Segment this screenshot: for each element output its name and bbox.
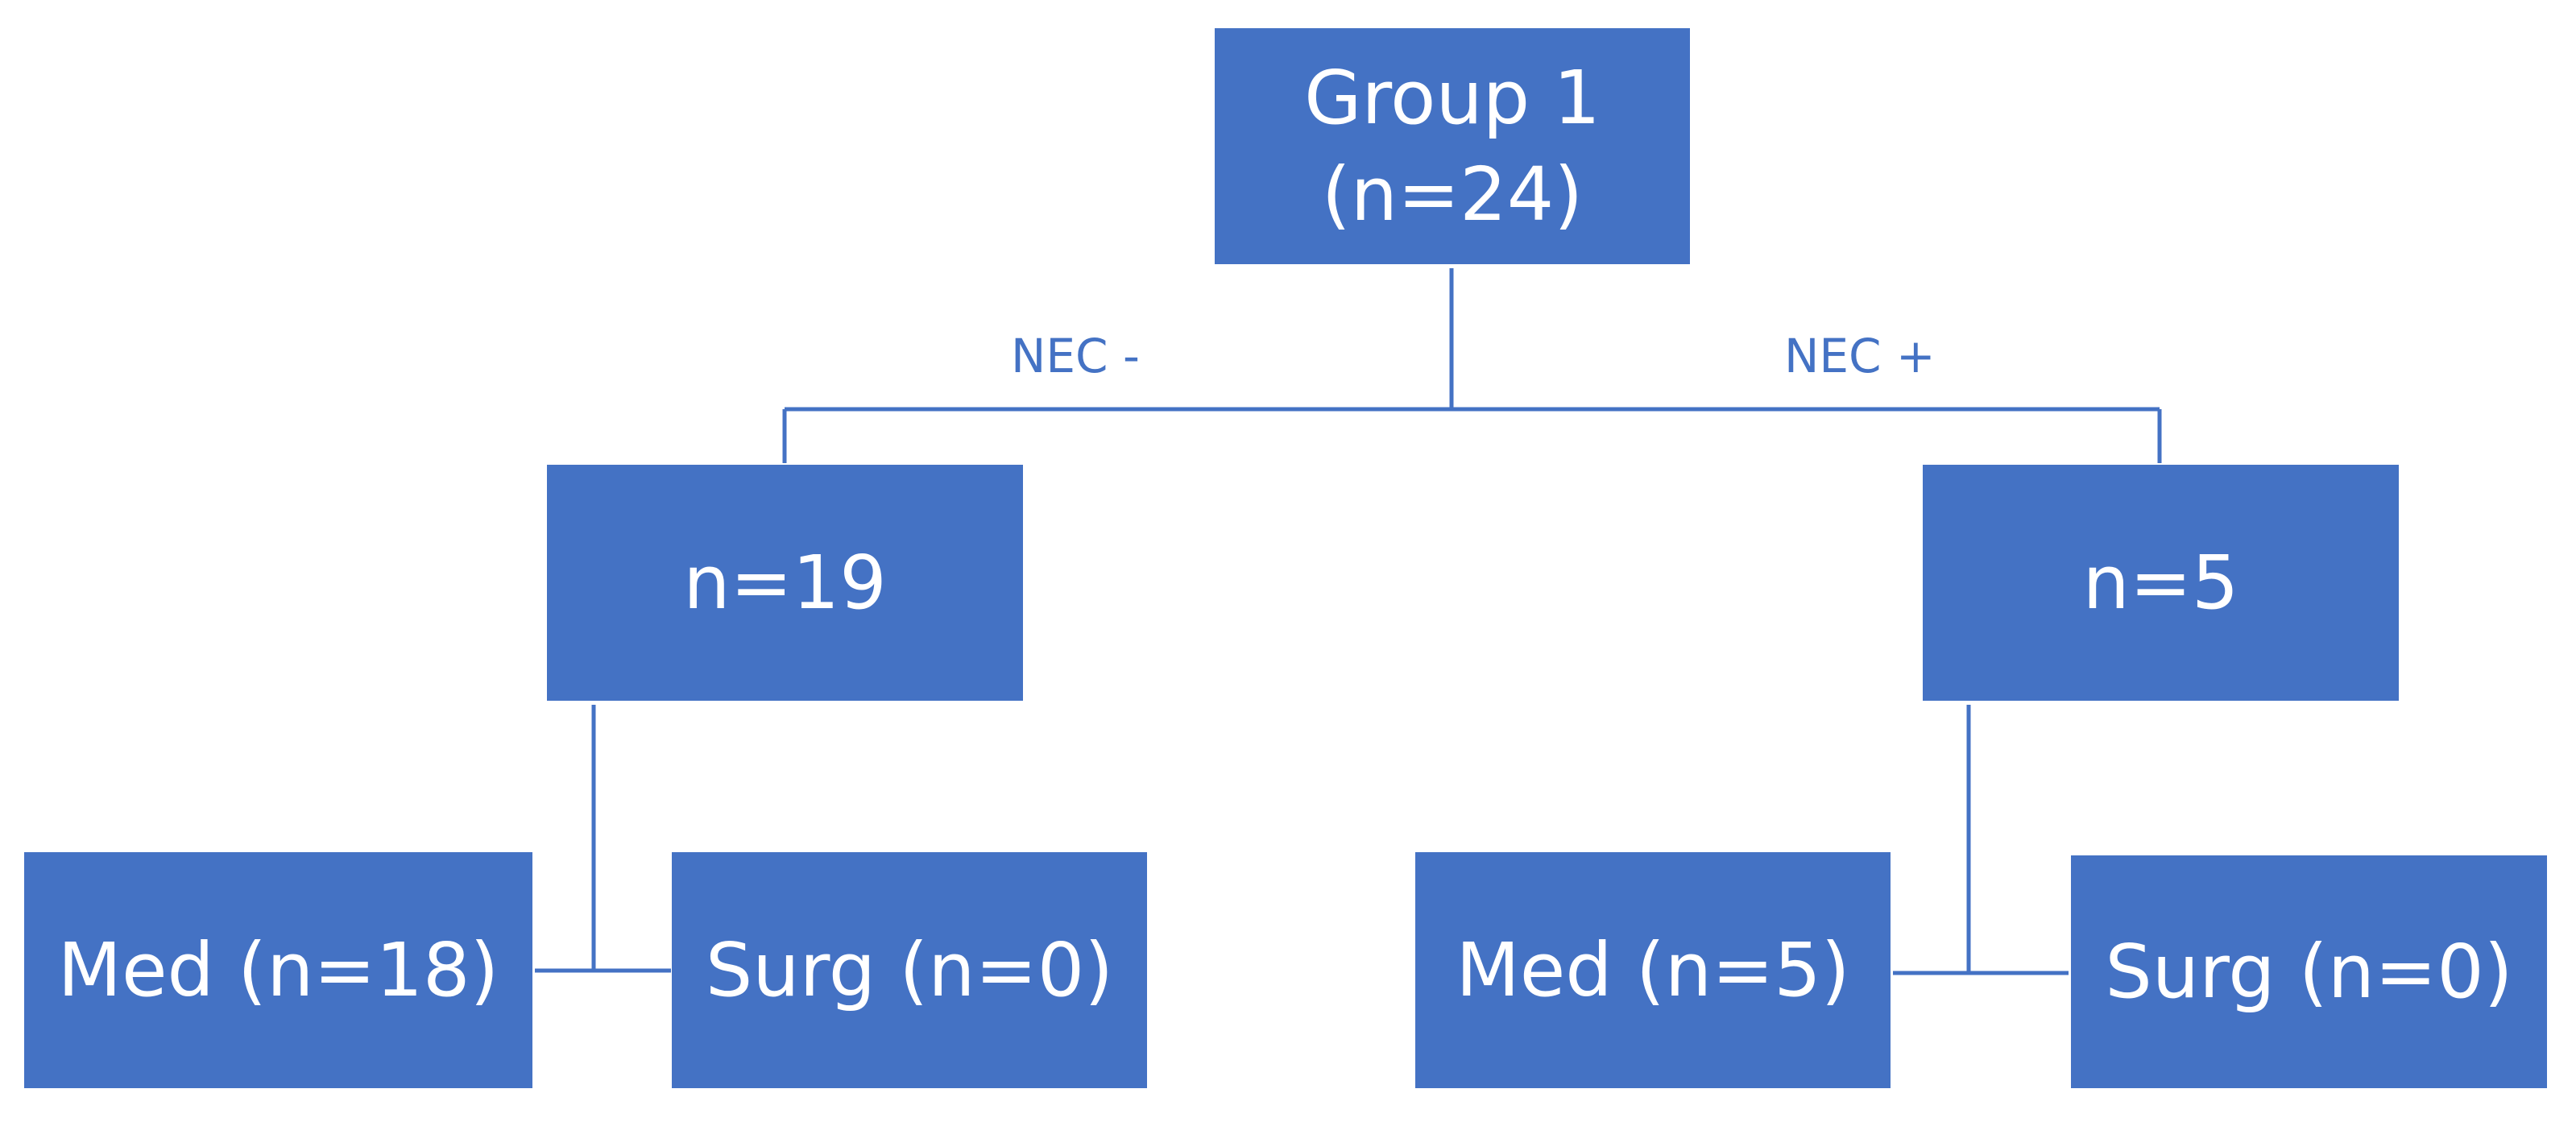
- node-root-group-1: Group 1 (n=24): [1215, 28, 1690, 264]
- node-nec-negative-count: n=19: [683, 539, 887, 626]
- node-root-count: (n=24): [1321, 151, 1584, 238]
- node-right-surg: Surg (n=0): [2071, 855, 2547, 1088]
- node-right-med: Med (n=5): [1415, 852, 1891, 1088]
- node-right-med-label: Med (n=5): [1456, 926, 1850, 1013]
- edge-label-nec-positive: NEC +: [1784, 329, 1936, 383]
- node-left-surg-label: Surg (n=0): [705, 926, 1114, 1013]
- node-left-surg: Surg (n=0): [672, 852, 1147, 1088]
- node-left-med-label: Med (n=18): [57, 926, 499, 1013]
- node-root-title: Group 1: [1304, 54, 1601, 141]
- node-nec-positive: n=5: [1923, 465, 2399, 701]
- node-nec-negative: n=19: [547, 465, 1023, 701]
- edge-label-nec-negative: NEC -: [1011, 329, 1140, 383]
- node-right-surg-label: Surg (n=0): [2105, 928, 2513, 1015]
- node-nec-positive-count: n=5: [2082, 539, 2239, 626]
- node-left-med: Med (n=18): [24, 852, 532, 1088]
